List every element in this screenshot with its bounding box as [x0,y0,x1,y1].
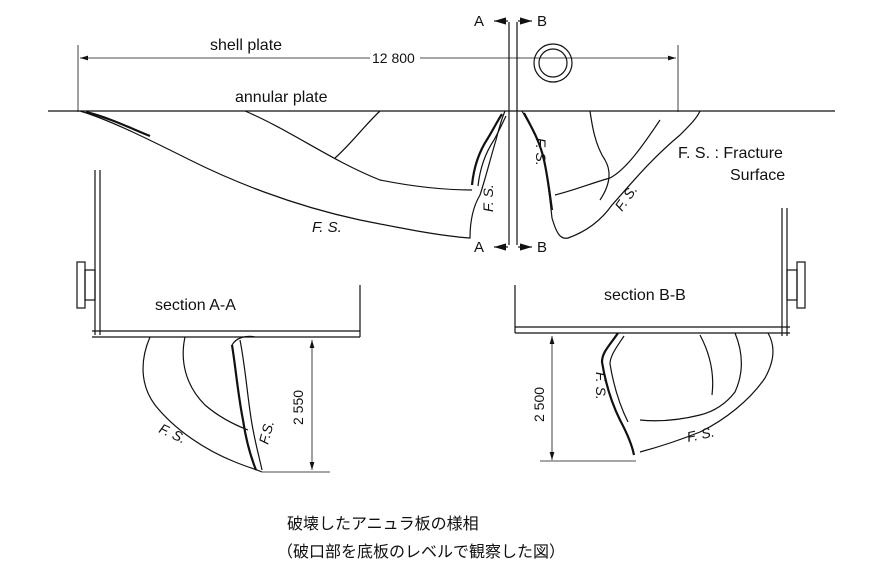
fs-label-plan-bottom: F. S. [312,219,342,236]
annular-plate-label: annular plate [235,89,328,106]
fracture-inner-left-1 [244,110,473,191]
section-mark-b-top: B [537,13,547,30]
fs-label-plan-right: F. S. [611,182,640,214]
section-bb-view: section B-B 2 500 F. S. F. S. [514,208,806,462]
fracture-bb-inner [699,334,714,396]
dimension-aa-label: 2 550 [290,390,306,425]
fracture-inner-right-1 [554,119,661,196]
nozzle-inner-circle [538,48,568,78]
fracture-aa-mid [182,336,249,431]
nozzle-flange-aa [76,261,86,309]
section-aa-label: section A-A [155,297,236,314]
shell-plate-label: shell plate [210,37,282,54]
fracture-lip-left-2 [477,115,507,187]
fracture-aa-tip [231,335,256,346]
fracture-lip-right [523,112,554,211]
nozzle-flange-bb [796,261,806,309]
nozzle-body-aa [84,269,96,301]
fs-legend-line2: Surface [730,167,785,184]
fracture-hatched-edge [85,110,151,138]
dimension-12800-label: 12 800 [372,50,415,66]
fs-label-plan-left-lip: F. S. [480,184,496,212]
fracture-outline-right [521,110,701,239]
nozzle-body-bb [786,269,798,301]
fracture-bb-lip [600,332,636,456]
fracture-aa-lip-2 [239,339,263,471]
dimension-bb-label: 2 500 [531,387,547,422]
fracture-aa-lip [230,344,258,471]
section-bb-label: section B-B [604,287,686,304]
section-aa-view: section A-A 2 550 F. S. F.S. [76,170,361,473]
fs-label-aa-lip: F.S. [255,419,277,446]
fracture-bb-outer [639,332,774,453]
fs-label-aa-left: F. S. [157,420,189,446]
fs-label-bb-right: F. S. [685,424,715,445]
fracture-bb-mid [639,332,742,422]
fs-label-bb-lip: F. S. [593,372,609,400]
section-mark-a-top: A [474,13,484,30]
fracture-inner-right-2 [589,110,610,201]
caption-title: 破壊したアニュラ板の様相 [287,514,479,533]
fracture-aa-outer [142,336,263,473]
section-mark-a-bottom: A [474,239,484,256]
fracture-inner-left-2 [334,110,381,159]
fracture-bb-lip-2 [609,335,629,423]
fracture-lip-left [470,113,503,186]
nozzle-outer-circle [533,43,573,83]
fs-legend-line1: F. S. : Fracture [678,145,783,162]
section-mark-b-bottom: B [537,239,547,256]
caption-subtitle: （破口部を底板のレベルで観察した図） [277,542,566,561]
plan-view: shell plate 12 800 annular plate A B A B… [48,13,835,256]
fracture-outline-left [79,110,506,239]
fs-label-plan-right-lip: F. S. [533,138,549,166]
